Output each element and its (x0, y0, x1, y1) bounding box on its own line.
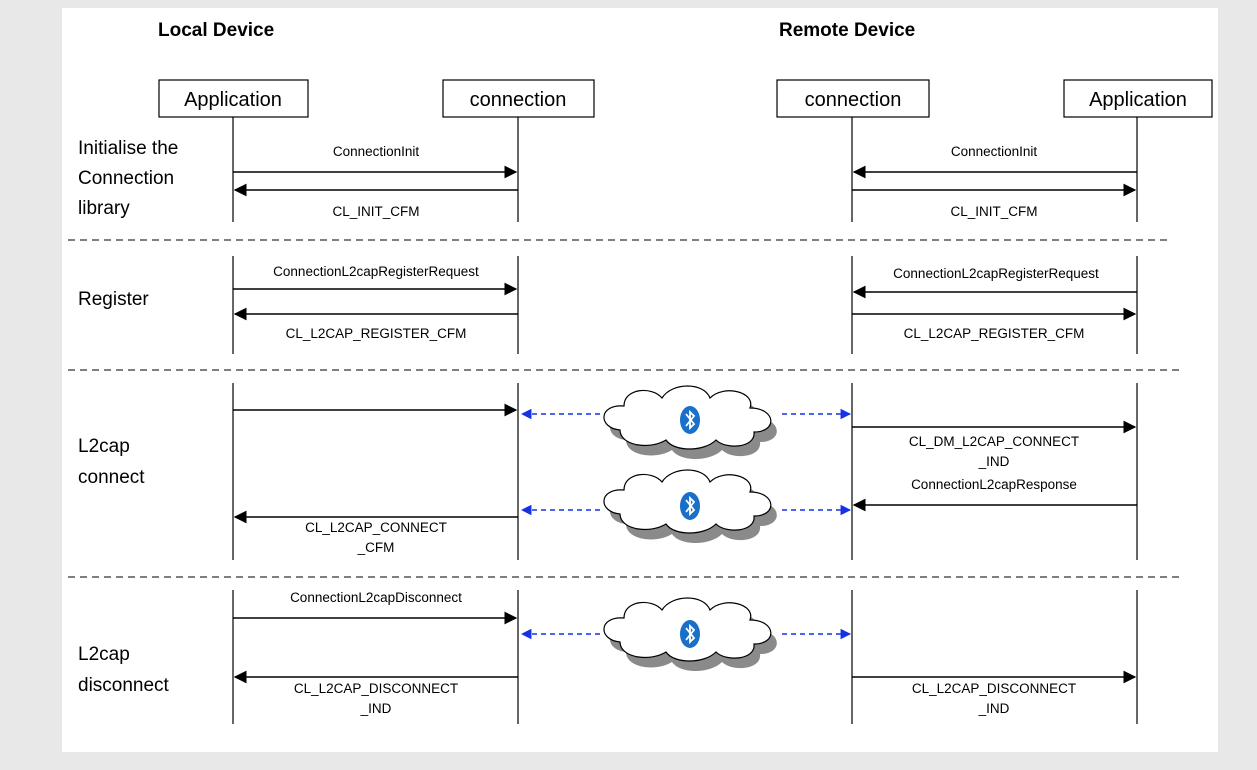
phase-label-connect-line2: connect (78, 467, 145, 488)
phase-label-disconnect-line1: L2cap (78, 644, 130, 665)
phase-label-register: Register (78, 289, 149, 310)
msg-label-reg-remote-req: ConnectionL2capRegisterRequest (893, 266, 1099, 281)
msg-label-connect-cfm-line2: _CFM (357, 540, 395, 555)
msg-label-reg-local-req: ConnectionL2capRegisterRequest (273, 264, 479, 279)
bluetooth-icon (680, 620, 700, 648)
msg-label-disc-local-req: ConnectionL2capDisconnect (290, 590, 462, 605)
phase-label-connect-line1: L2cap (78, 436, 130, 457)
msg-label-connect-cfm-line1: CL_L2CAP_CONNECT (305, 520, 447, 535)
msg-label-reg-remote-cfm: CL_L2CAP_REGISTER_CFM (904, 326, 1085, 341)
participant-label: connection (805, 89, 902, 111)
participant-local-connection: connection (442, 79, 595, 118)
msg-label-disc-local-ind-line1: CL_L2CAP_DISCONNECT (294, 681, 458, 696)
msg-label-disc-local-ind-line2: _IND (360, 701, 392, 716)
msg-label-connect-response: ConnectionL2capResponse (911, 477, 1077, 492)
participant-label: Application (184, 89, 282, 111)
lifelines (232, 117, 1138, 724)
msg-label-disc-remote-ind-line1: CL_L2CAP_DISCONNECT (912, 681, 1076, 696)
msg-label-init-remote-req: ConnectionInit (951, 144, 1038, 159)
phase-label-init-line1: Initialise the (78, 138, 178, 159)
local-device-header: Local Device (158, 20, 274, 41)
phase-label-init-line2: Connection (78, 168, 174, 189)
participant-local-application: Application (158, 79, 309, 118)
bluetooth-icon (680, 406, 700, 434)
msg-label-init-local-cfm: CL_INIT_CFM (332, 204, 419, 219)
msg-label-init-local-req: ConnectionInit (333, 144, 420, 159)
msg-label-connect-ind-line1: CL_DM_L2CAP_CONNECT (909, 434, 1079, 449)
phase-label-disconnect-line2: disconnect (78, 675, 170, 696)
msg-label-disc-remote-ind-line2: _IND (978, 701, 1010, 716)
remote-device-header: Remote Device (779, 20, 915, 41)
msg-label-reg-local-cfm: CL_L2CAP_REGISTER_CFM (286, 326, 467, 341)
participant-label: connection (470, 89, 567, 111)
msg-label-connect-ind-line2: _IND (978, 454, 1010, 469)
participant-label: Application (1089, 89, 1187, 111)
msg-label-init-remote-cfm: CL_INIT_CFM (950, 204, 1037, 219)
bluetooth-icon (680, 492, 700, 520)
phase-label-init-line3: library (78, 198, 130, 219)
participant-remote-application: Application (1063, 79, 1213, 118)
participant-remote-connection: connection (776, 79, 930, 118)
